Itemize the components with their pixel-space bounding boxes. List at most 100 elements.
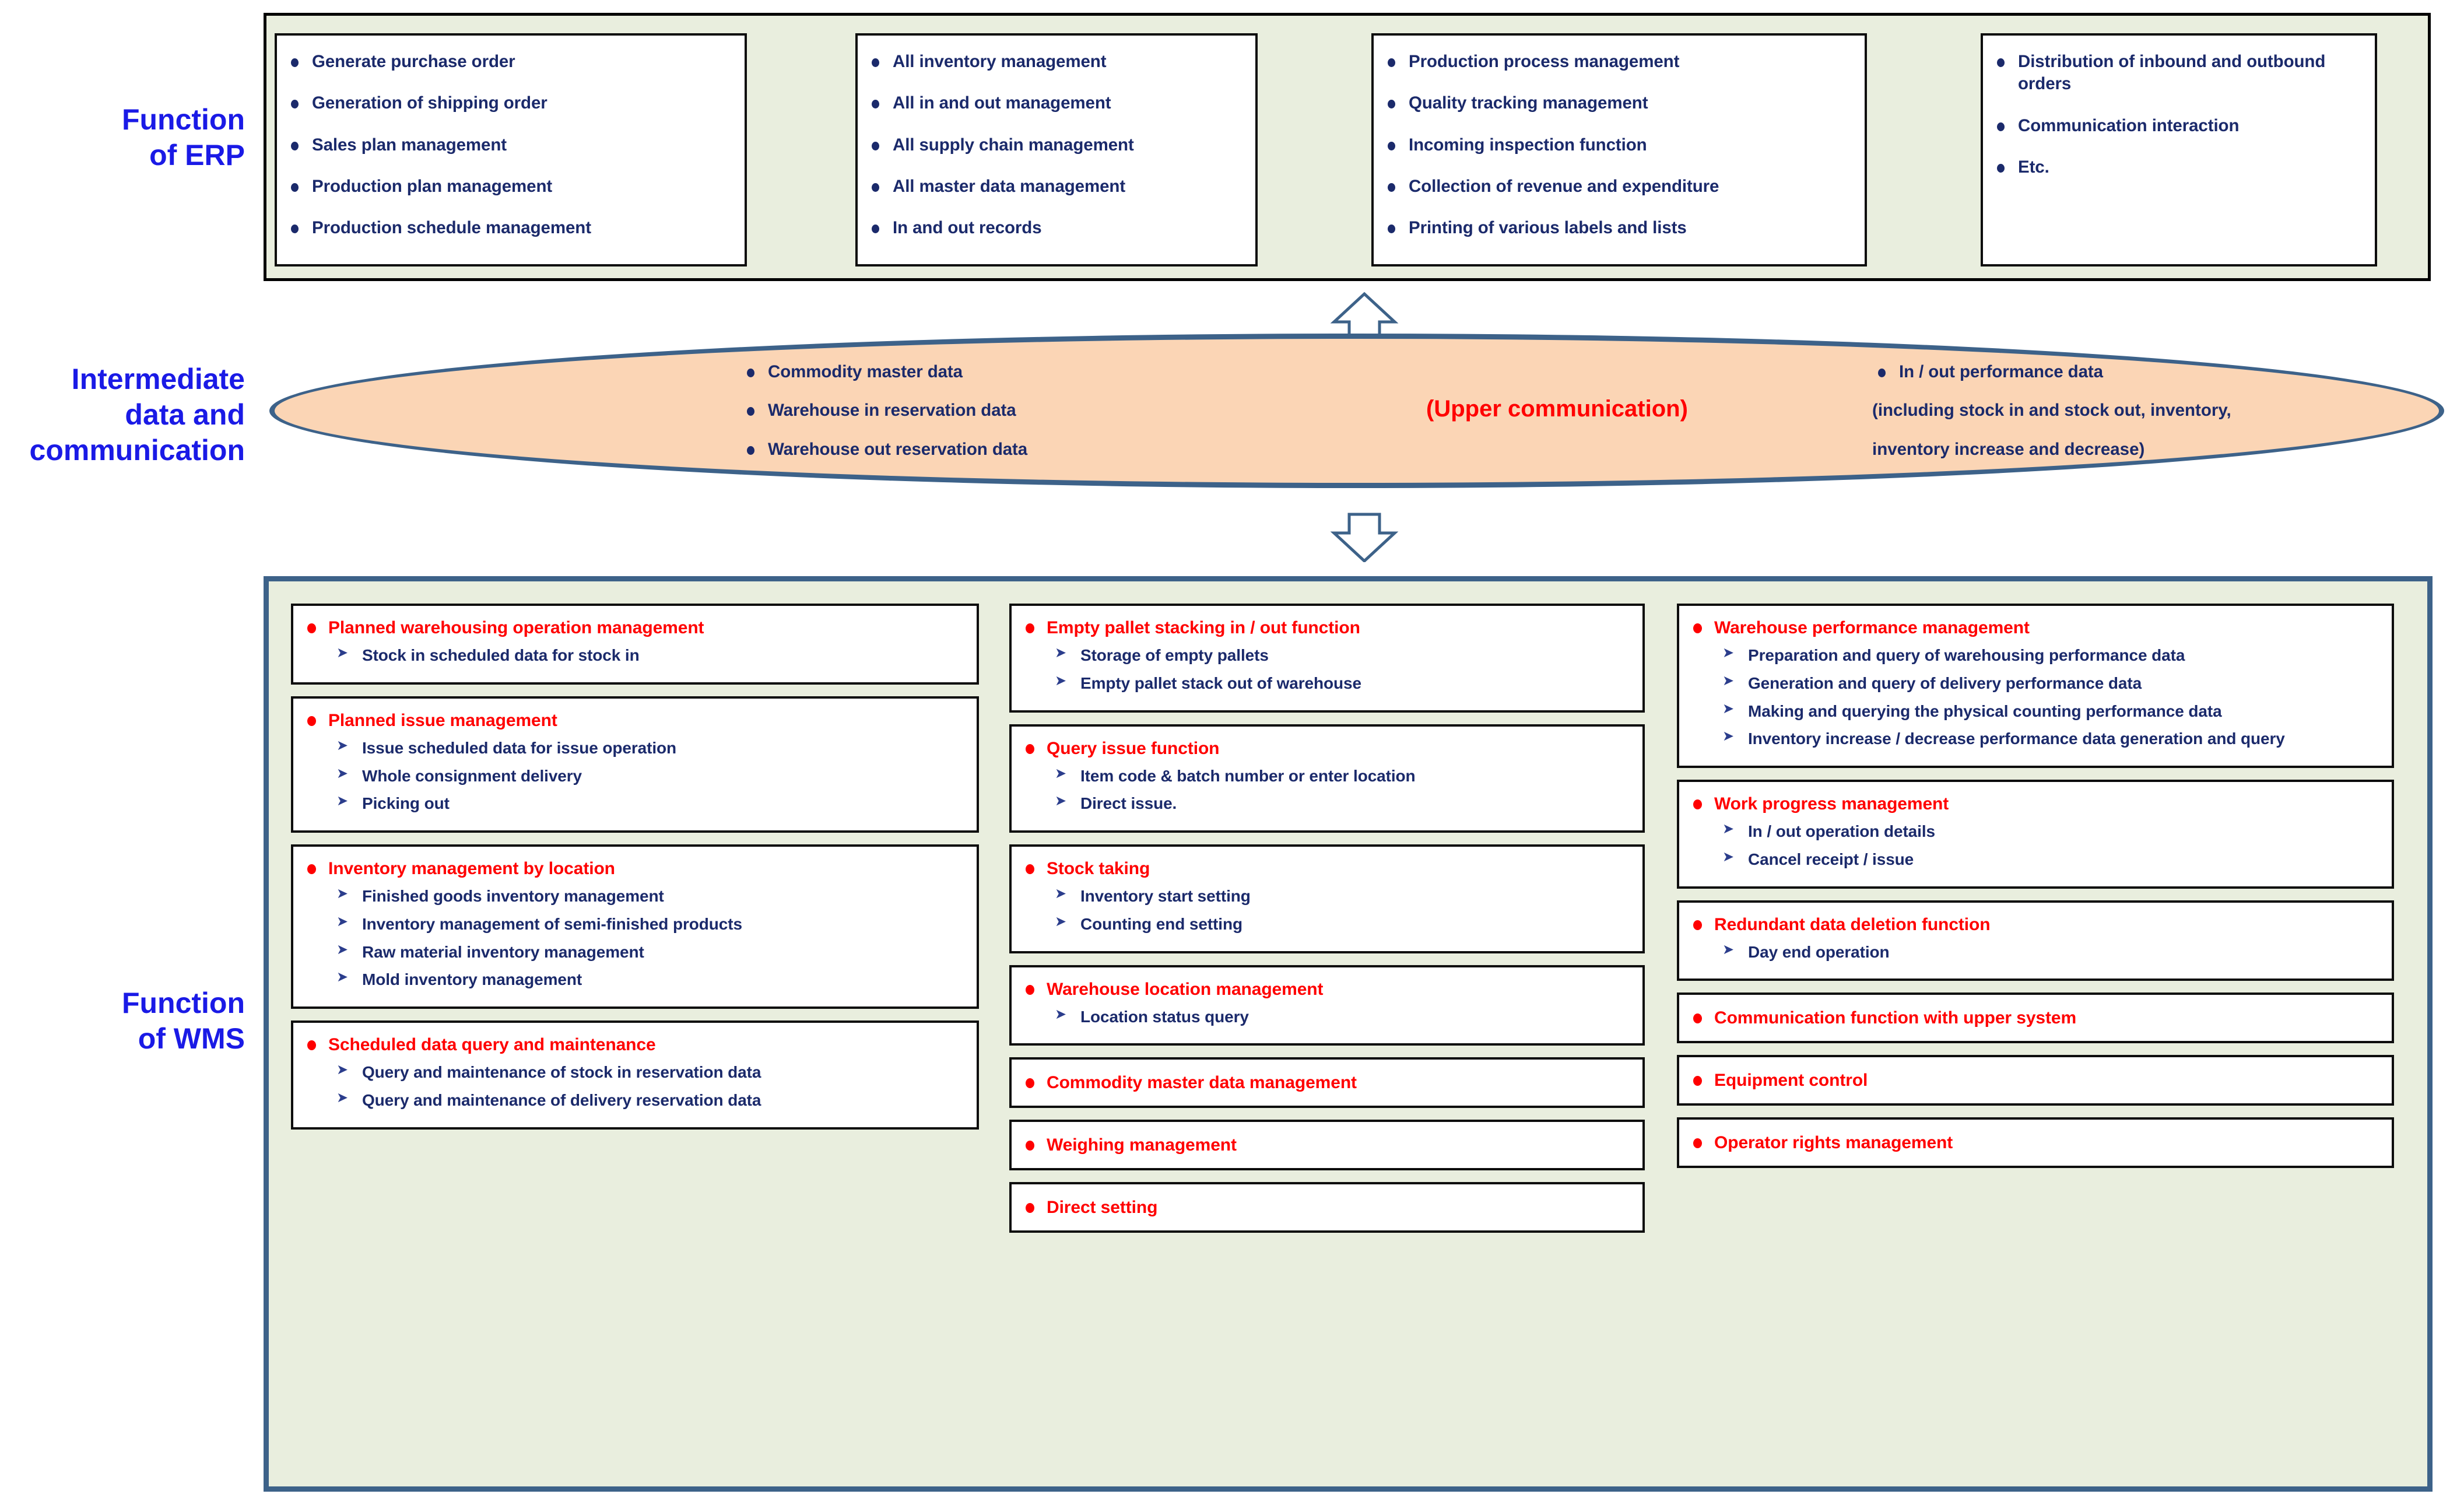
erp-list-item: All inventory management xyxy=(866,51,1247,73)
wms-card-subitem: Location status query xyxy=(1020,1005,1634,1029)
wms-card-list: Empty pallet stacking in / out functionS… xyxy=(1020,616,1634,695)
erp-list-item: Etc. xyxy=(1991,156,2367,178)
wms-card-subitem: Empty pallet stack out of warehouse xyxy=(1020,671,1634,695)
wms-card-subitem: Making and querying the physical countin… xyxy=(1687,699,2384,723)
wms-card-list: Inventory management by locationFinished… xyxy=(301,857,968,991)
erp-list-item: Incoming inspection function xyxy=(1382,134,1856,156)
label-line: Intermediate xyxy=(71,363,245,395)
erp-list-item: All in and out management xyxy=(866,92,1247,114)
wms-card: Stock takingInventory start settingCount… xyxy=(1009,844,1645,953)
wms-card-heading: Empty pallet stacking in / out function xyxy=(1020,616,1634,639)
wms-card: Weighing management xyxy=(1009,1120,1645,1171)
wms-card-subitem: Cancel receipt / issue xyxy=(1687,847,2384,871)
wms-card: Equipment control xyxy=(1677,1055,2394,1106)
wms-card-list: Direct setting xyxy=(1020,1196,1634,1219)
wms-card-list: Planned issue managementIssue scheduled … xyxy=(301,709,968,815)
erp-list-4: Distribution of inbound and outbound ord… xyxy=(1991,51,2367,178)
erp-list-item: All supply chain management xyxy=(866,134,1247,156)
wms-card: Warehouse location managementLocation st… xyxy=(1009,965,1645,1046)
intermediate-right-list: In / out performance data xyxy=(1872,361,2231,383)
wms-card-list: Equipment control xyxy=(1687,1069,2384,1092)
wms-card: Planned warehousing operation management… xyxy=(291,604,979,685)
wms-card-list: Communication function with upper system xyxy=(1687,1006,2384,1029)
wms-card-heading: Inventory management by location xyxy=(301,857,968,880)
wms-card: Redundant data deletion functionDay end … xyxy=(1677,900,2394,981)
erp-list-item: Sales plan management xyxy=(285,134,736,156)
wms-card-list: Operator rights management xyxy=(1687,1131,2384,1154)
wms-card-subitem: Picking out xyxy=(301,791,968,815)
wms-functions-panel: Planned warehousing operation management… xyxy=(264,576,2433,1492)
wms-card-list: Commodity master data management xyxy=(1020,1071,1634,1094)
erp-card-4: Distribution of inbound and outbound ord… xyxy=(1981,33,2377,266)
wms-card-list: Query issue functionItem code & batch nu… xyxy=(1020,737,1634,816)
wms-card-heading: Stock taking xyxy=(1020,857,1634,880)
wms-card: Direct setting xyxy=(1009,1182,1645,1233)
wms-card-subitem: Inventory start setting xyxy=(1020,884,1634,908)
wms-column-right: Warehouse performance managementPreparat… xyxy=(1677,604,2394,1180)
arrow-down-icon xyxy=(1329,512,1399,563)
wms-card-list: Warehouse location managementLocation st… xyxy=(1020,978,1634,1029)
wms-card-heading: Planned warehousing operation management xyxy=(301,616,968,639)
wms-card-heading: Communication function with upper system xyxy=(1687,1006,2384,1029)
wms-card-heading: Warehouse performance management xyxy=(1687,616,2384,639)
intermediate-list-item: Commodity master data xyxy=(741,361,1027,383)
wms-card-list: Planned warehousing operation management… xyxy=(301,616,968,667)
wms-card-list: Warehouse performance managementPreparat… xyxy=(1687,616,2384,751)
wms-card-heading: Redundant data deletion function xyxy=(1687,913,2384,936)
wms-card-heading: Query issue function xyxy=(1020,737,1634,760)
wms-card-heading: Commodity master data management xyxy=(1020,1071,1634,1094)
erp-list-item: Collection of revenue and expenditure xyxy=(1382,176,1856,198)
wms-card-heading: Direct setting xyxy=(1020,1196,1634,1219)
wms-card-subitem: Preparation and query of warehousing per… xyxy=(1687,643,2384,667)
erp-list-item: Production process management xyxy=(1382,51,1856,73)
wms-card-heading: Equipment control xyxy=(1687,1069,2384,1092)
erp-list-item: Production schedule management xyxy=(285,217,736,239)
intermediate-right-group: In / out performance data (including sto… xyxy=(1872,361,2231,461)
wms-card-subitem: Raw material inventory management xyxy=(301,940,968,964)
erp-list-item: All master data management xyxy=(866,176,1247,198)
wms-card-subitem: Inventory management of semi-finished pr… xyxy=(301,912,968,936)
wms-card: Empty pallet stacking in / out functionS… xyxy=(1009,604,1645,713)
wms-card-heading: Warehouse location management xyxy=(1020,978,1634,1001)
wms-card: Commodity master data management xyxy=(1009,1057,1645,1109)
wms-card: Warehouse performance managementPreparat… xyxy=(1677,604,2394,768)
wms-column-middle: Empty pallet stacking in / out functionS… xyxy=(1009,604,1645,1244)
wms-card-subitem: Generation and query of delivery perform… xyxy=(1687,671,2384,695)
wms-card-subitem: Direct issue. xyxy=(1020,791,1634,815)
wms-card: Communication function with upper system xyxy=(1677,993,2394,1044)
wms-card-list: Redundant data deletion functionDay end … xyxy=(1687,913,2384,964)
erp-list-item: Communication interaction xyxy=(1991,115,2367,137)
intermediate-note-1: (including stock in and stock out, inven… xyxy=(1872,401,2231,420)
wms-card-subitem: Finished goods inventory management xyxy=(301,884,968,908)
label-line: of WMS xyxy=(138,1022,245,1055)
wms-card-subitem: Stock in scheduled data for stock in xyxy=(301,643,968,667)
wms-card-list: Weighing management xyxy=(1020,1134,1634,1156)
wms-card-list: Scheduled data query and maintenanceQuer… xyxy=(301,1033,968,1112)
erp-list-item: Generate purchase order xyxy=(285,51,736,73)
label-line: data and xyxy=(125,398,245,431)
wms-card-subitem: Query and maintenance of stock in reserv… xyxy=(301,1060,968,1084)
wms-card-list: Stock takingInventory start settingCount… xyxy=(1020,857,1634,936)
wms-card-subitem: Counting end setting xyxy=(1020,912,1634,936)
label-line: Function xyxy=(121,987,245,1019)
wms-card-heading: Planned issue management xyxy=(301,709,968,732)
erp-list-item: Distribution of inbound and outbound ord… xyxy=(1991,51,2367,96)
label-line: Function xyxy=(121,103,245,136)
intermediate-note-2: inventory increase and decrease) xyxy=(1872,439,2145,459)
erp-list-item: Printing of various labels and lists xyxy=(1382,217,1856,239)
label-line: communication xyxy=(29,434,245,467)
erp-list-item: Quality tracking management xyxy=(1382,92,1856,114)
wms-column-left: Planned warehousing operation management… xyxy=(291,604,979,1141)
wms-card: Inventory management by locationFinished… xyxy=(291,844,979,1009)
wms-card-subitem: Whole consignment delivery xyxy=(301,764,968,788)
intermediate-list-item: In / out performance data xyxy=(1872,361,2231,383)
erp-list-item: In and out records xyxy=(866,217,1247,239)
